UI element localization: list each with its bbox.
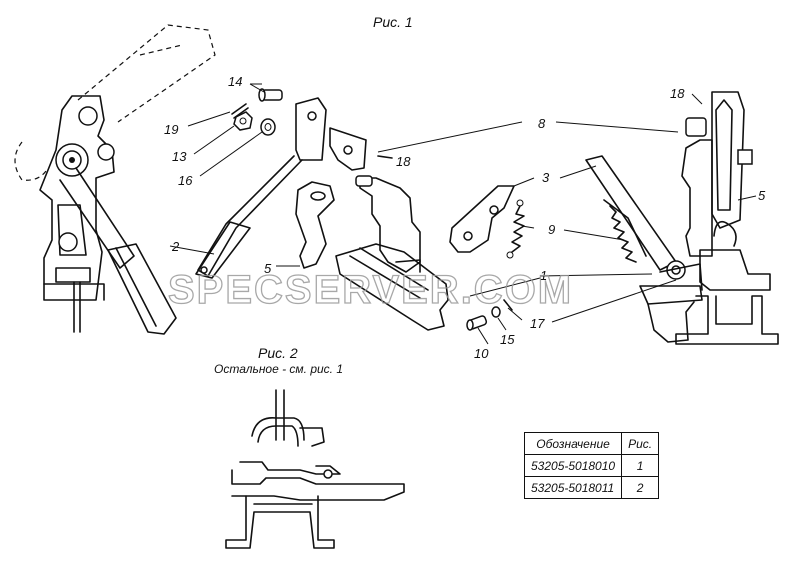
left-bracket-assembly (39, 95, 135, 333)
callout-3: 3 (542, 170, 550, 185)
column-header-figure: Рис. (621, 432, 660, 455)
spring-part-9 (506, 199, 525, 259)
designation-cell: 53205-5018011 (523, 476, 623, 499)
column-header-designation: Обозначение (523, 432, 623, 455)
right-assembly (585, 91, 779, 345)
callout-leaders (169, 83, 757, 345)
table-row: 53205-5018010 1 (523, 454, 660, 477)
figure2-title: Рис. 2 (258, 345, 298, 361)
pin-part-10 (466, 315, 488, 331)
callout-10: 10 (474, 346, 489, 361)
designation-cell: 53205-5018010 (523, 454, 623, 477)
pin-part-14 (258, 88, 283, 102)
callout-15: 15 (500, 332, 515, 347)
link-rod (195, 97, 327, 279)
table-header-row: Обозначение Рис. (523, 432, 660, 455)
callout-19: 19 (164, 122, 178, 137)
cotter-part-17 (503, 299, 513, 311)
callout-1: 1 (540, 268, 547, 283)
washer-part-15 (491, 306, 501, 318)
figure1-title: Рис. 1 (373, 14, 413, 30)
callout-5-right: 5 (758, 188, 766, 203)
plate-part-3 (449, 185, 515, 253)
central-base-bracket (335, 175, 449, 331)
callout-14: 14 (228, 74, 242, 89)
callout-13: 13 (172, 149, 187, 164)
callout-2: 2 (171, 239, 180, 254)
figure2-detail (225, 389, 405, 549)
callout-16: 16 (178, 173, 193, 188)
figure-cell: 1 (621, 454, 660, 477)
table-row: 53205-5018011 2 (523, 476, 660, 499)
callout-18-right: 18 (670, 86, 685, 101)
lever-ghost-dashed (14, 24, 216, 181)
handle-part-2 (107, 243, 177, 335)
latch-plate-part-5 (295, 181, 335, 269)
callout-8: 8 (538, 116, 546, 131)
callout-9: 9 (548, 222, 555, 237)
callout-18-center: 18 (396, 154, 411, 169)
washer-part-16 (260, 118, 276, 136)
callout-17: 17 (530, 316, 545, 331)
figure2-note: Остальное - см. рис. 1 (214, 362, 343, 376)
nut-part-13 (233, 111, 253, 131)
callout-5-center: 5 (264, 261, 272, 276)
designation-table: Обозначение Рис. 53205-5018010 1 53205-5… (523, 432, 660, 499)
watermark-text: SPECSERVER.COM (168, 268, 573, 312)
figure-cell: 2 (621, 476, 660, 499)
hook-bracket (329, 127, 367, 171)
